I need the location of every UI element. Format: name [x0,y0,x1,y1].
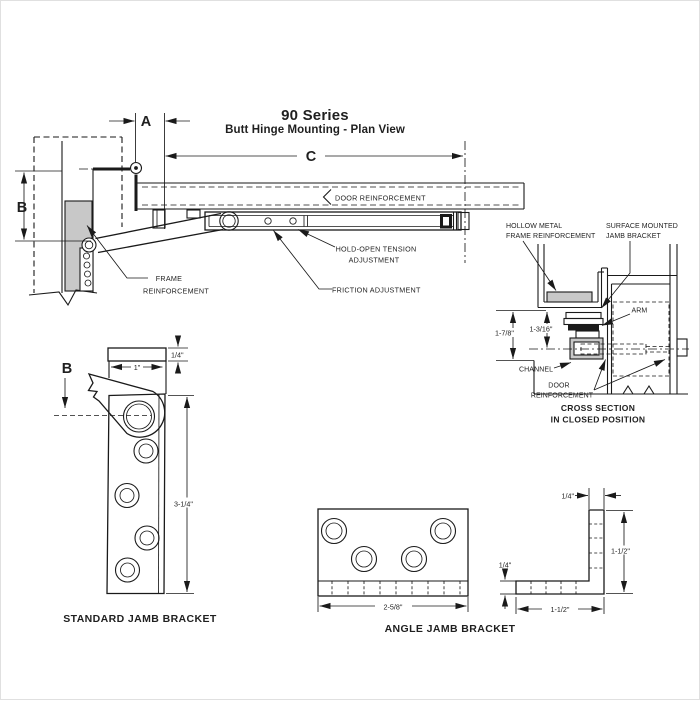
break-mark [622,384,634,395]
ab-dimension-width: 2-5/8" [317,597,469,612]
as-dimension-right: 1-1/2" [606,510,639,594]
ab-serrations [331,581,461,596]
angle-bracket-side-view: 1/4" 1-1/2" 1/4" 1-1/2" [499,488,639,614]
door-frame-plan [28,136,123,307]
break-mark [643,384,655,395]
friction-label: FRICTION ADJUSTMENT [332,286,421,295]
frame-label-1: FRAME [156,274,182,283]
as-right-label: 1-1/2" [611,547,630,556]
cs-screw-hidden [580,343,647,355]
cs-dimension-projection: 1-3/16" [529,312,557,348]
sb-dimension-height: 3-1/4" [166,395,203,594]
dim-b-label: B [17,200,27,216]
arm-pivot [81,237,97,253]
standard-bracket-caption: STANDARD JAMB BRACKET [63,613,217,625]
mount-brackets-plan [152,209,201,229]
angle-jamb-bracket: 2-5/8" ANGLE JAMB BRACKET [317,508,516,635]
label-friction: FRICTION ADJUSTMENT [273,230,421,295]
sb-width-label: 1" [134,363,141,372]
cs-spindle [676,338,688,357]
cs-label-channel: CHANNEL [519,362,572,374]
label-door-reinforcement: DOOR REINFORCEMENT [322,189,426,205]
sb-thickness-label: 1/4" [171,351,184,360]
cs-frame-reinforcement-fill [546,291,593,303]
title-line2: Butt Hinge Mounting - Plan View [225,124,405,136]
frame-label-2: REINFORCEMENT [143,287,209,296]
closer-channel-plan [204,211,470,231]
cs-caption-1: CROSS SECTION [561,403,635,413]
dim-a-label: A [141,114,152,130]
cs-label-door-reinforcement: DOOR REINFORCEMENT [531,359,666,400]
sb-holes [114,438,160,583]
cs-door-label-1: DOOR [548,383,569,390]
dim-c-label: C [306,149,317,165]
surface-mounted-label-1: SURFACE MOUNTED [606,223,678,230]
as-dimension-left: 1/4" [499,561,512,609]
butt-hinge [79,161,143,211]
cs-frame-head [537,244,608,309]
hollow-metal-label-2: FRAME REINFORCEMENT [506,233,596,240]
label-frame-reinforcement: FRAME REINFORCEMENT [86,225,209,296]
door-reinforcement-label: DOOR REINFORCEMENT [335,194,426,203]
angle-bracket-caption: ANGLE JAMB BRACKET [385,623,516,635]
arrow-chevron-icon [322,189,332,205]
arm-label: ARM [632,308,648,315]
cs-door-reinforcement-outline [612,301,670,377]
cs-caption-2: IN CLOSED POSITION [551,415,646,425]
cs-door [533,244,688,395]
surface-mounted-label-2: JAMB BRACKET [606,233,661,240]
title-line1: 90 Series [281,107,349,124]
plan-view: 90 Series Butt Hinge Mounting - Plan Vie… [15,107,525,307]
sb-top-plate [107,347,167,394]
hold-open-label-1: HOLD-OPEN TENSION [336,245,417,254]
label-hold-open: HOLD-OPEN TENSION ADJUSTMENT [297,229,417,265]
sb-height-label: 3-1/4" [174,500,193,509]
door-plan [136,182,525,210]
hollow-metal-label-1: HOLLOW METAL [506,223,562,230]
drawing-title: 90 Series Butt Hinge Mounting - Plan Vie… [225,107,405,136]
sb-dimension-thickness: 1/4" [168,335,188,374]
frame-bracket-plate [79,247,94,292]
as-serrations [530,523,604,594]
friction-screw-icon [264,217,272,225]
sb-b-label: B [62,361,72,377]
cs-caption: CROSS SECTION IN CLOSED POSITION [551,403,646,425]
cs-closer-stack [529,311,689,360]
dimension-c: C [165,141,466,263]
dimension-a: A [109,113,190,229]
sb-dimension-width: 1" [111,363,163,372]
closer-arm-plan [95,212,224,254]
cs-dimension-height: 1-7/8" [495,310,546,361]
cs-dim-projection-label: 1-3/16" [530,325,553,334]
sb-dimension-b: B [62,361,72,408]
as-top-label: 1/4" [561,492,574,501]
cs-label-hollow-metal: HOLLOW METAL FRAME REINFORCEMENT [506,223,596,291]
channel-label: CHANNEL [519,367,553,374]
arm-shoe-icon [219,211,239,231]
sb-arm [54,373,166,438]
hinge-pin-icon [129,161,143,175]
cs-arm-bar [568,325,599,331]
ab-holes [320,517,457,573]
sb-main-plate [106,393,166,595]
cross-section: 1-7/8" 1-3/16" HOLLOW METAL FRAME REINFO… [495,223,689,425]
as-dimension-bottom: 1-1/2" [515,597,605,614]
as-dimension-top: 1/4" [561,488,621,509]
sb-hub-outer [122,400,156,433]
cs-label-arm: ARM [601,308,648,326]
ab-width-label: 2-5/8" [384,603,403,612]
as-bottom-label: 1-1/2" [551,605,570,614]
cs-dim-height-label: 1-7/8" [495,329,514,338]
as-left-label: 1/4" [499,561,512,570]
break-line [28,289,98,307]
dimension-b: B [15,170,91,242]
as-l-profile [515,509,605,595]
hold-open-label-2: ADJUSTMENT [349,256,400,265]
cs-label-surface-mounted: SURFACE MOUNTED JAMB BRACKET [601,223,678,309]
standard-jamb-bracket: 1/4" 1" B 3-1/4" STANDARD JAMB BRACKET [54,335,217,625]
cs-door-label-2: REINFORCEMENT [531,393,594,400]
hold-open-screw-icon [289,217,297,225]
